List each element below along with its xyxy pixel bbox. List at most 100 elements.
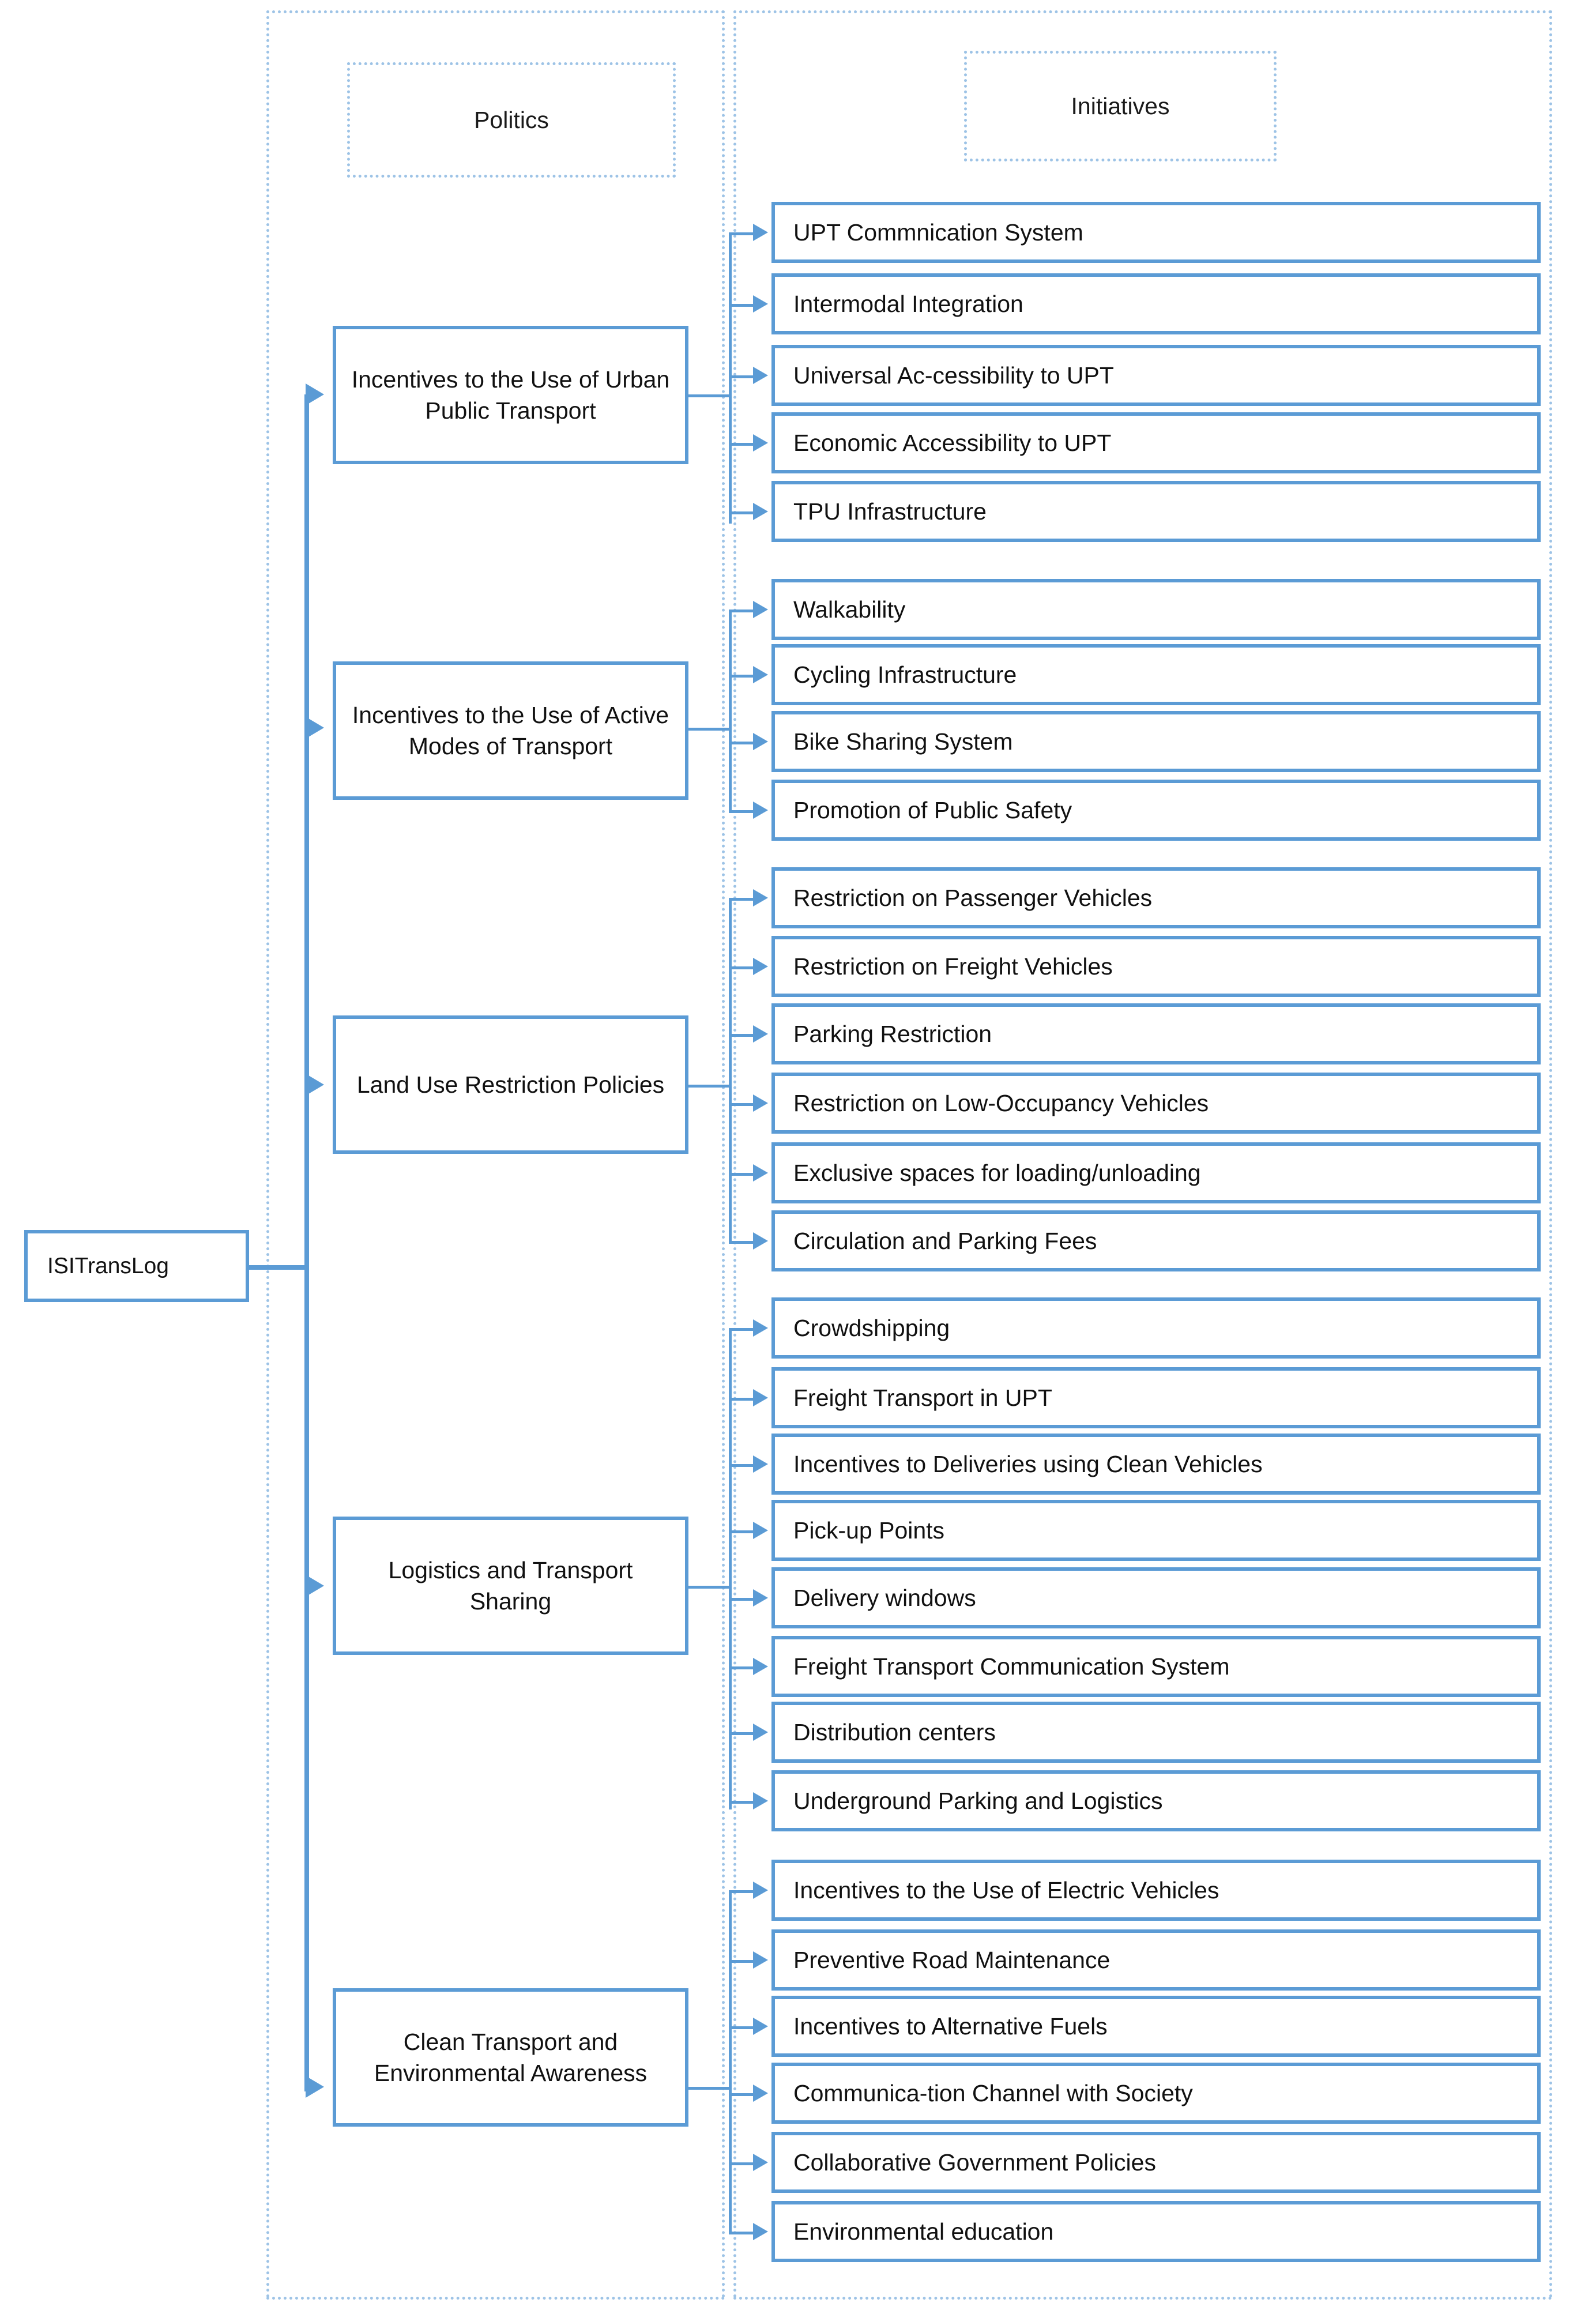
initiative-label: Cycling Infrastructure xyxy=(793,661,1017,688)
initiative-node-tpu-infrastructure[interactable]: TPU Infrastructure xyxy=(771,481,1541,542)
initiatives-region xyxy=(733,10,1552,2300)
initiative-label: Incentives to Deliveries using Clean Veh… xyxy=(793,1450,1263,1477)
fan-spine-group-5 xyxy=(729,1890,732,2232)
initiative-node-exclusive-spaces-for-loading-unloading[interactable]: Exclusive spaces for loading/unloading xyxy=(771,1142,1541,1203)
fan-line-g3-i3 xyxy=(729,1034,759,1037)
fan-line-g1-i5 xyxy=(729,511,759,514)
initiative-label: Preventive Road Maintenance xyxy=(793,1946,1111,1973)
policy-node-clean-transport-and-environmental-awareness[interactable]: Clean Transport and Environmental Awaren… xyxy=(333,1988,688,2127)
initiative-node-preventive-road-maintenance[interactable]: Preventive Road Maintenance xyxy=(771,1929,1541,1991)
initiative-node-cycling-infrastructure[interactable]: Cycling Infrastructure xyxy=(771,644,1541,705)
initiative-label: TPU Infrastructure xyxy=(793,498,987,525)
fan-spine-group-3 xyxy=(729,898,732,1241)
fan-spine-group-4 xyxy=(729,1328,732,1809)
initiative-node-freight-transport-communication-system[interactable]: Freight Transport Communication System xyxy=(771,1636,1541,1697)
initiative-node-incentives-to-alternative-fuels[interactable]: Incentives to Alternative Fuels xyxy=(771,1996,1541,2057)
fan-line-g4-i1 xyxy=(729,1328,759,1331)
initiative-label: Pick-up Points xyxy=(793,1517,945,1544)
initiative-node-collaborative-government-policies[interactable]: Collaborative Government Policies xyxy=(771,2132,1541,2193)
fan-arrow-g2-i2-icon xyxy=(753,666,768,683)
initiative-label: Restriction on Freight Vehicles xyxy=(793,953,1113,980)
fan-arrow-g5-i4-icon xyxy=(753,2085,768,2102)
initiative-node-communication-channel-with-society[interactable]: Communica-tion Channel with Society xyxy=(771,2063,1541,2124)
initiative-node-upt-commnication-system[interactable]: UPT Commnication System xyxy=(771,202,1541,263)
fan-arrow-g1-i4-icon xyxy=(753,434,768,452)
branch-arrow-group-2-icon xyxy=(306,717,324,739)
fan-arrow-g1-i2-icon xyxy=(753,295,768,313)
fan-line-g3-i1 xyxy=(729,898,759,901)
fan-arrow-g3-i6-icon xyxy=(753,1232,768,1250)
fan-arrow-g2-i3-icon xyxy=(753,733,768,750)
initiative-node-circulation-and-parking-fees[interactable]: Circulation and Parking Fees xyxy=(771,1210,1541,1271)
initiative-node-distribution-centers[interactable]: Distribution centers xyxy=(771,1702,1541,1763)
fan-arrow-g5-i2-icon xyxy=(753,1951,768,1969)
policy-node-urban-public-transport-label: Incentives to the Use of Urban Public Tr… xyxy=(351,366,670,424)
initiative-node-environmental-education[interactable]: Environmental education xyxy=(771,2201,1541,2262)
policy-node-urban-public-transport[interactable]: Incentives to the Use of Urban Public Tr… xyxy=(333,326,688,464)
initiative-node-incentives-to-deliveries-using-clean-vehicles[interactable]: Incentives to Deliveries using Clean Veh… xyxy=(771,1434,1541,1495)
fan-arrow-g1-i1-icon xyxy=(753,224,768,241)
branch-arrow-group-3-icon xyxy=(306,1074,324,1096)
initiative-label: UPT Commnication System xyxy=(793,219,1083,246)
initiative-node-promotion-of-public-safety[interactable]: Promotion of Public Safety xyxy=(771,780,1541,841)
policy-node-clean-transport-and-environmental-awareness-label: Clean Transport and Environmental Awaren… xyxy=(374,2028,648,2086)
fan-line-g1-i2 xyxy=(729,304,759,307)
initiative-node-underground-parking-and-logistics[interactable]: Underground Parking and Logistics xyxy=(771,1770,1541,1831)
initiative-node-restriction-on-passenger-vehicles[interactable]: Restriction on Passenger Vehicles xyxy=(771,867,1541,928)
initiative-node-crowdshipping[interactable]: Crowdshipping xyxy=(771,1297,1541,1359)
fan-arrow-g3-i4-icon xyxy=(753,1094,768,1112)
initiative-node-universal-accessibility-to-upt[interactable]: Universal Ac-cessibility to UPT xyxy=(771,345,1541,406)
fan-line-g2-i2 xyxy=(729,675,759,678)
branch-arrow-group-4-icon xyxy=(306,1575,324,1597)
initiative-label: Circulation and Parking Fees xyxy=(793,1227,1097,1254)
policy-node-logistics-and-transport-sharing[interactable]: Logistics and Transport Sharing xyxy=(333,1517,688,1655)
fan-line-g5-i4 xyxy=(729,2093,759,2096)
initiative-node-walkability[interactable]: Walkability xyxy=(771,579,1541,640)
initiative-label: Intermodal Integration xyxy=(793,290,1023,317)
initiative-node-bike-sharing-system[interactable]: Bike Sharing System xyxy=(771,711,1541,772)
fan-arrow-g4-i5-icon xyxy=(753,1589,768,1607)
fan-line-g5-i5 xyxy=(729,2162,759,2165)
fan-line-g4-i3 xyxy=(729,1464,759,1467)
fan-line-g1-i3 xyxy=(729,375,759,378)
initiative-label: Communica-tion Channel with Society xyxy=(793,2079,1193,2106)
initiative-label: Crowdshipping xyxy=(793,1314,950,1341)
fan-line-g2-i3 xyxy=(729,742,759,744)
fan-arrow-g3-i5-icon xyxy=(753,1164,768,1182)
fan-line-g3-i6 xyxy=(729,1241,759,1244)
fan-line-g4-i8 xyxy=(729,1801,759,1804)
fan-arrow-g5-i5-icon xyxy=(753,2154,768,2171)
fan-spine-group-2 xyxy=(729,610,732,810)
fan-line-g5-i6 xyxy=(729,2232,759,2234)
initiative-node-restriction-on-low-occupancy-vehicles[interactable]: Restriction on Low-Occupancy Vehicles xyxy=(771,1073,1541,1134)
initiative-node-intermodal-integration[interactable]: Intermodal Integration xyxy=(771,273,1541,334)
fan-stem-group-3 xyxy=(688,1085,730,1088)
fan-line-g4-i4 xyxy=(729,1530,759,1533)
initiative-node-pick-up-points[interactable]: Pick-up Points xyxy=(771,1500,1541,1561)
initiative-node-restriction-on-freight-vehicles[interactable]: Restriction on Freight Vehicles xyxy=(771,936,1541,997)
fan-stem-group-2 xyxy=(688,728,730,731)
initiative-node-delivery-windows[interactable]: Delivery windows xyxy=(771,1567,1541,1628)
root-node-isitranslog[interactable]: ISITransLog xyxy=(24,1230,249,1302)
branch-arrow-group-5-icon xyxy=(306,2076,324,2098)
initiative-node-incentives-to-the-use-of-electric-vehicles[interactable]: Incentives to the Use of Electric Vehicl… xyxy=(771,1860,1541,1921)
fan-arrow-g5-i3-icon xyxy=(753,2018,768,2035)
initiative-node-freight-transport-in-upt[interactable]: Freight Transport in UPT xyxy=(771,1367,1541,1428)
initiative-node-economic-accessibility-to-upt[interactable]: Economic Accessibility to UPT xyxy=(771,412,1541,473)
fan-line-g5-i3 xyxy=(729,2026,759,2029)
fan-arrow-g4-i7-icon xyxy=(753,1724,768,1741)
fan-arrow-g4-i1-icon xyxy=(753,1319,768,1337)
initiative-label: Parking Restriction xyxy=(793,1020,992,1047)
fan-arrow-g3-i2-icon xyxy=(753,958,768,975)
fan-line-g5-i1 xyxy=(729,1890,759,1893)
root-node-label: ISITransLog xyxy=(47,1253,169,1278)
initiative-label: Promotion of Public Safety xyxy=(793,796,1072,823)
fan-line-g4-i5 xyxy=(729,1598,759,1601)
policy-node-land-use-restriction-policies[interactable]: Land Use Restriction Policies xyxy=(333,1015,688,1154)
root-trunk-vertical xyxy=(304,394,309,2087)
root-trunk-stub xyxy=(249,1265,307,1270)
initiative-label: Freight Transport Communication System xyxy=(793,1653,1230,1680)
initiative-node-parking-restriction[interactable]: Parking Restriction xyxy=(771,1003,1541,1064)
policy-node-active-modes-of-transport[interactable]: Incentives to the Use of Active Modes of… xyxy=(333,661,688,800)
fan-line-g3-i4 xyxy=(729,1103,759,1106)
